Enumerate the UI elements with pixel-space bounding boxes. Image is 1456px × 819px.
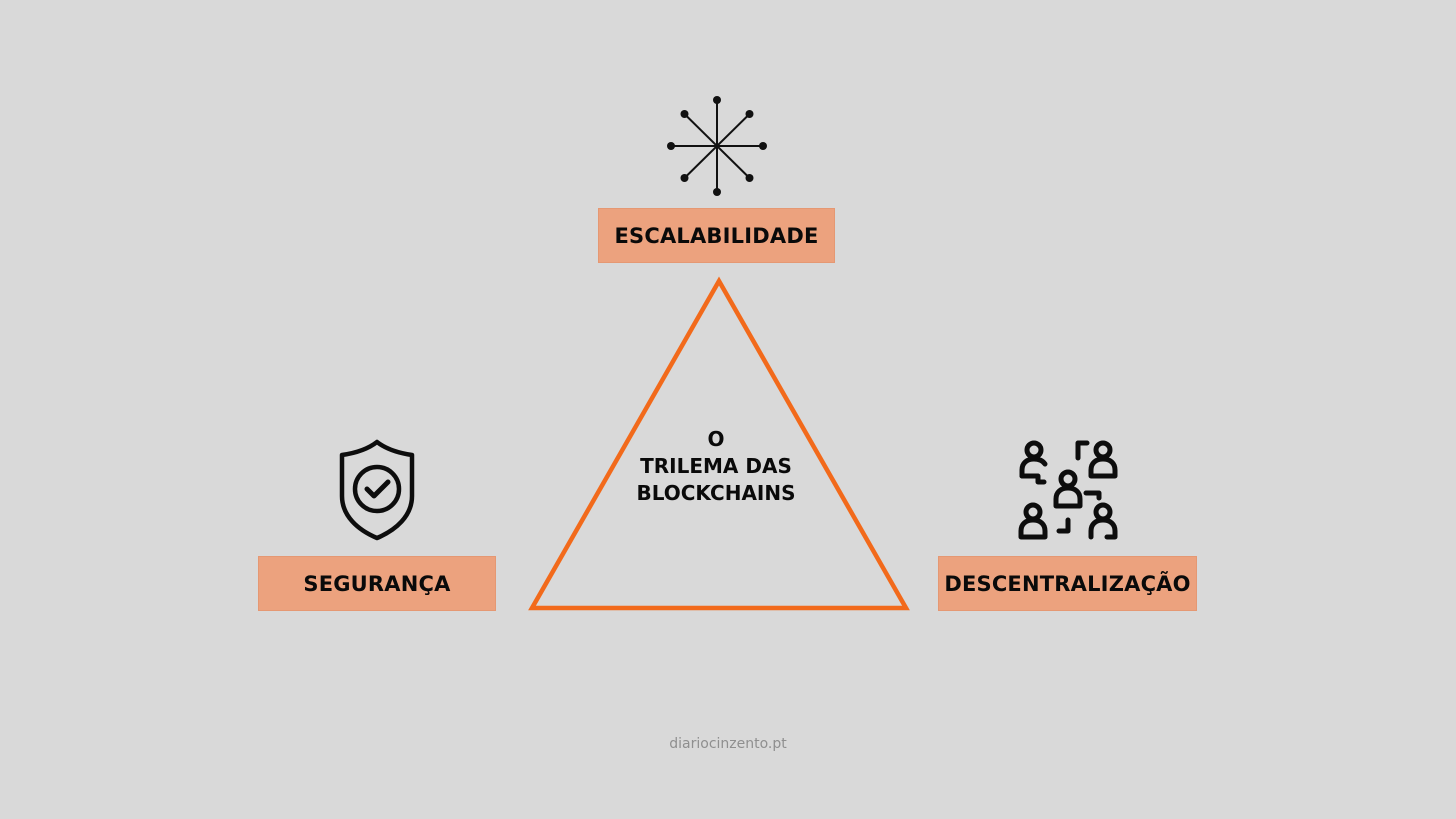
- network-nodes-icon: [664, 94, 770, 198]
- diagram-title: O TRILEMA DAS BLOCKCHAINS: [616, 426, 816, 507]
- label-seguranca-text: SEGURANÇA: [303, 571, 451, 596]
- label-escalabilidade: ESCALABILIDADE: [598, 208, 835, 263]
- shield-check-icon: [334, 438, 420, 542]
- title-line-2: TRILEMA DAS: [640, 454, 792, 478]
- label-seguranca: SEGURANÇA: [258, 556, 496, 611]
- label-escalabilidade-text: ESCALABILIDADE: [614, 223, 819, 248]
- title-line-1: O: [707, 427, 725, 451]
- label-descentralizacao-text: DESCENTRALIZAÇÃO: [944, 571, 1191, 596]
- label-descentralizacao: DESCENTRALIZAÇÃO: [938, 556, 1197, 611]
- title-line-3: BLOCKCHAINS: [636, 481, 796, 505]
- footer-credit: diariocinzento.pt: [669, 736, 787, 752]
- trilemma-triangle: [520, 270, 920, 620]
- people-network-icon: [1014, 436, 1122, 542]
